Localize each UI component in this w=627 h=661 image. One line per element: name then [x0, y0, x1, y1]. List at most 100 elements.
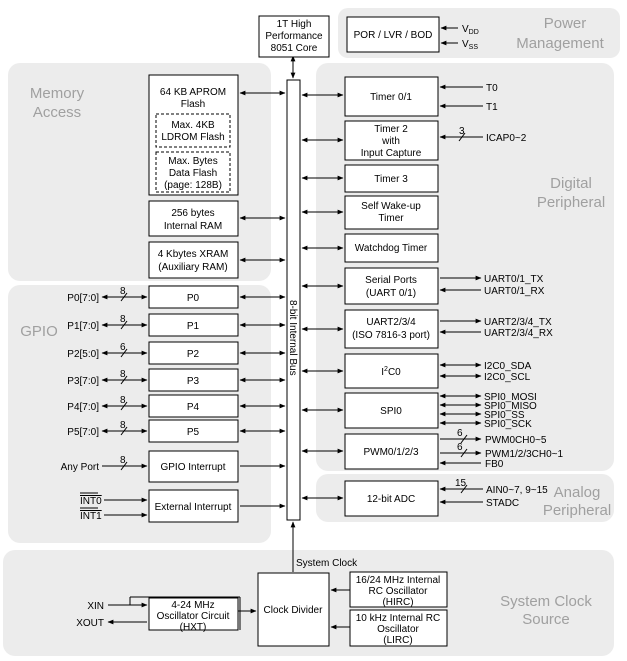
uart234-tx-label: UART2/3/4_TX	[484, 317, 552, 328]
p3-width: 8	[120, 369, 126, 380]
lirc-block	[349, 609, 448, 647]
hirc-text-3: (HIRC)	[382, 597, 413, 608]
uart234-text-2: (ISO 7816-3 port)	[352, 330, 430, 341]
serial-text-2: (UART 0/1)	[366, 288, 416, 299]
stadc-label: STADC	[486, 498, 519, 509]
memory-region-title-1: Memory	[30, 85, 85, 102]
clock-region-title-1: System Clock	[500, 593, 592, 610]
i2c-label: I2C0	[381, 366, 401, 378]
power-region-title-2: Management	[516, 35, 604, 52]
timer01-block	[344, 76, 439, 117]
lirc-text-1: 10 kHz Internal RC	[356, 613, 440, 624]
aprom-text-1: 64 KB APROM	[160, 87, 226, 98]
i2c-scl-label: I2C0_SCL	[484, 372, 531, 383]
uart234-text-1: UART2/3/4	[366, 317, 416, 328]
icap-width: 3	[459, 126, 465, 137]
iram-block	[148, 200, 239, 237]
pwm0-label: PWM0CH0~5	[485, 435, 547, 446]
timer2-text-2: with	[381, 136, 400, 147]
spi-ss-label: SPI0_SS	[484, 410, 525, 421]
serial-ports-block	[344, 267, 439, 305]
t1-label: T1	[486, 102, 498, 113]
uart01-tx-label: UART0/1_TX	[484, 274, 544, 285]
hirc-text-2: RC Oscillator	[369, 586, 429, 597]
iram-text-2: Internal RAM	[164, 221, 222, 232]
spi-mosi-label: SPI0_MOSI	[484, 392, 537, 403]
p5-block-label: P5	[187, 427, 200, 438]
watchdog-label: Watchdog Timer	[355, 243, 428, 254]
spi-block	[344, 392, 439, 429]
analog-region-title-1: Analog	[554, 484, 601, 501]
pwm-label: PWM0/1/2/3	[363, 447, 418, 458]
any-port-label: Any Port	[61, 462, 100, 473]
dataflash-text-1: Max. Bytes	[168, 156, 217, 167]
p2-block-label: P2	[187, 349, 200, 360]
core-text-1: 1T High	[277, 19, 312, 30]
wakeup-timer-block	[344, 195, 439, 230]
system-clock-label: System Clock	[296, 558, 358, 569]
xram-block	[148, 241, 239, 279]
clock-divider-label: Clock Divider	[264, 605, 324, 616]
clock-region-title-2: Source	[522, 611, 570, 628]
vss-label: VSS	[462, 39, 478, 51]
digital-region-title-2: Peripheral	[537, 194, 605, 211]
i2c-block	[344, 353, 439, 389]
gpio-port-p1: P1 P1[7:0] 8	[67, 313, 286, 337]
timer01-label: Timer 0/1	[370, 92, 412, 103]
ain-width: 15	[455, 478, 467, 489]
gpio-port-p4: P4 P4[7:0] 8	[67, 394, 286, 418]
hirc-text-1: 16/24 MHz Internal	[356, 575, 441, 586]
uart234-block	[344, 309, 439, 349]
wakeup-text-2: Timer	[378, 213, 404, 224]
spi-sck-label: SPI0_SCK	[484, 419, 532, 430]
gpio-interrupt-block	[148, 450, 239, 483]
icap-label: ICAP0~2	[486, 133, 527, 144]
xram-text-1: 4 Kbytes XRAM	[158, 249, 229, 260]
timer2-text-3: Input Capture	[361, 148, 422, 159]
watchdog-block	[344, 233, 439, 263]
p5-pin-label: P5[7:0]	[67, 427, 99, 438]
p2-pin-label: P2[5:0]	[67, 349, 99, 360]
p0-width: 8	[120, 286, 126, 297]
memory-region-title-2: Access	[33, 104, 81, 121]
core-text-3: 8051 Core	[271, 43, 318, 54]
adc-label: 12-bit ADC	[367, 494, 415, 505]
por-lvr-bod-label: POR / LVR / BOD	[354, 30, 433, 41]
internal-bus	[286, 79, 301, 521]
ain-label: AIN0~7, 9~15	[486, 485, 548, 496]
xram-text-2: (Auxiliary RAM)	[158, 262, 227, 273]
p4-width: 8	[120, 395, 126, 406]
gpio-port-p0: P0 P0[7:0] 8	[67, 285, 286, 309]
power-region-title-1: Power	[544, 15, 587, 32]
p5-width: 8	[120, 420, 126, 431]
hxt-text-2: Oscillator Circuit	[157, 611, 230, 622]
hxt-text-3: (HXT)	[180, 622, 207, 633]
p2-width: 6	[120, 342, 126, 353]
uart01-rx-label: UART0/1_RX	[484, 286, 545, 297]
pwm123-width: 6	[457, 442, 463, 453]
por-lvr-bod-block	[346, 16, 440, 53]
timer2-text-1: Timer 2	[374, 124, 408, 135]
gpio-port-p2: P2 P2[5:0] 6	[67, 341, 286, 365]
p1-block-label: P1	[187, 321, 200, 332]
hxt-text-1: 4-24 MHz	[171, 600, 214, 611]
dataflash-text-2: Data Flash	[169, 168, 217, 179]
lirc-text-3: (LIRC)	[383, 635, 412, 646]
pwm123-label: PWM1/2/3CH0~1	[485, 449, 564, 460]
any-port-width: 8	[120, 455, 126, 466]
vdd-label: VDD	[462, 24, 479, 36]
p4-block-label: P4	[187, 402, 200, 413]
serial-text-1: Serial Ports	[365, 275, 417, 286]
p0-pin-label: P0[7:0]	[67, 293, 99, 304]
p0-block-label: P0	[187, 293, 200, 304]
external-interrupt-label: External Interrupt	[155, 502, 232, 513]
int1-label: INT1	[80, 511, 102, 522]
analog-region-title-2: Peripheral	[543, 502, 611, 519]
p1-width: 8	[120, 314, 126, 325]
ldrom-block	[155, 113, 231, 148]
gpio-port-p5: P5 P5[7:0] 8	[67, 419, 286, 443]
digital-region-title-1: Digital	[550, 175, 592, 192]
wakeup-text-1: Self Wake-up	[361, 201, 421, 212]
timer2-block	[344, 120, 439, 161]
